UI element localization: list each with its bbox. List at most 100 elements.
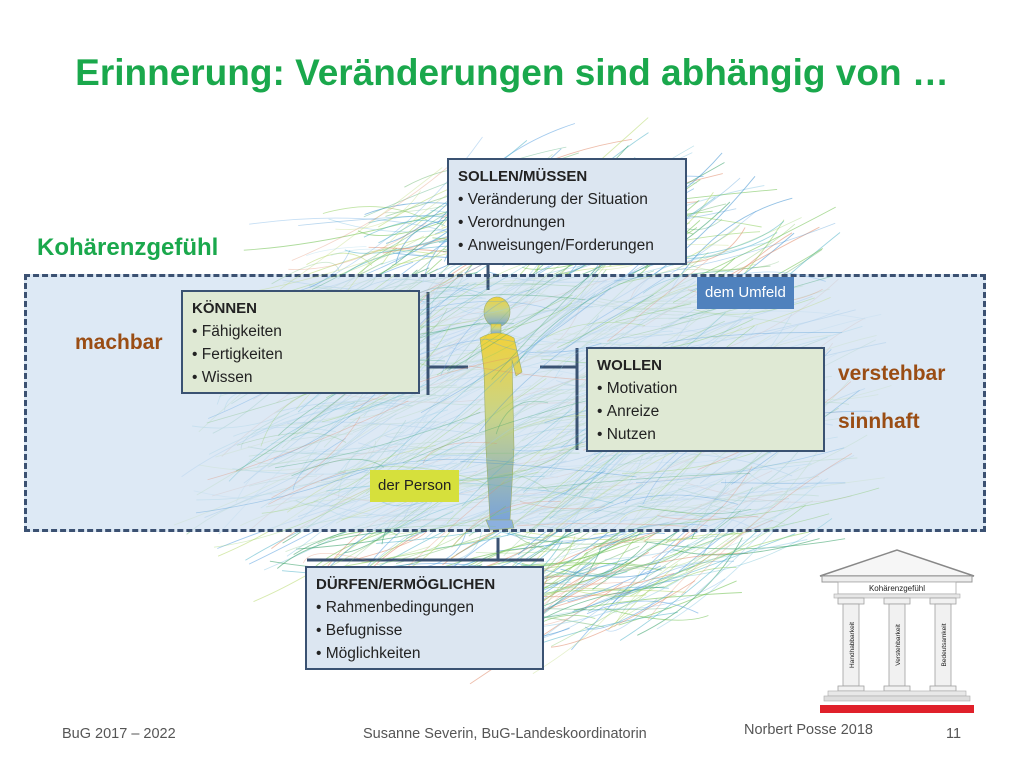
list-item: Rahmenbedingungen xyxy=(316,596,536,619)
scribble-stroke xyxy=(385,198,453,244)
scribble-stroke xyxy=(436,294,573,376)
sinnhaft-label: sinnhaft xyxy=(838,410,920,433)
box-heading: SOLLEN/MÜSSEN xyxy=(458,168,588,185)
scribble-stroke xyxy=(371,496,488,541)
scribble-stroke xyxy=(554,342,636,379)
temple-roof-label: Kohärenzgefühl xyxy=(869,584,925,593)
scribble-stroke xyxy=(642,271,734,294)
scribble-stroke xyxy=(604,607,709,621)
scribble-stroke xyxy=(651,466,753,559)
scribble-stroke xyxy=(672,223,796,303)
scribble-stroke xyxy=(657,514,759,520)
scribble-stroke xyxy=(268,471,347,505)
box-heading: DÜRFEN/ERMÖGLICHEN xyxy=(316,576,496,593)
scribble-stroke xyxy=(505,559,628,577)
scribble-stroke xyxy=(361,546,431,563)
scribble-stroke xyxy=(273,389,380,460)
scribble-stroke xyxy=(195,469,368,514)
scribble-stroke xyxy=(712,297,831,339)
scribble-stroke xyxy=(720,482,846,484)
scribble-stroke xyxy=(457,300,528,315)
scribble-stroke xyxy=(337,466,491,486)
scribble-stroke xyxy=(551,531,739,647)
scribble-stroke xyxy=(213,476,390,548)
scribble-stroke xyxy=(537,473,751,489)
scribble-stroke xyxy=(618,580,737,626)
scribble-stroke xyxy=(363,220,446,238)
scribble-stroke xyxy=(235,390,350,472)
scribble-stroke xyxy=(547,607,672,611)
scribble-stroke xyxy=(516,523,688,527)
scribble-stroke xyxy=(584,591,674,630)
box-koennen: KÖNNEN Fähigkeiten Fertigkeiten Wissen xyxy=(181,290,420,394)
scribble-stroke xyxy=(446,258,614,372)
scribble-stroke xyxy=(614,222,836,282)
scribble-stroke xyxy=(617,217,802,285)
list-item: Anweisungen/Forderungen xyxy=(458,234,679,257)
scribble-stroke xyxy=(680,453,853,596)
scribble-stroke xyxy=(461,408,573,507)
scribble-stroke xyxy=(243,208,458,251)
tag-dem-umfeld: dem Umfeld xyxy=(697,277,794,309)
scribble-stroke xyxy=(322,206,428,221)
list-item: Fähigkeiten xyxy=(192,320,412,343)
scribble-stroke xyxy=(539,558,630,593)
box-wollen: WOLLEN Motivation Anreize Nutzen xyxy=(586,347,825,452)
scribble-stroke xyxy=(421,455,492,461)
scribble-stroke xyxy=(207,400,409,481)
scribble-stroke xyxy=(320,458,516,482)
scribble-stroke xyxy=(440,288,535,376)
scribble-stroke xyxy=(271,261,340,285)
scribble-stroke xyxy=(615,560,735,604)
scribble-stroke xyxy=(437,283,577,290)
scribble-stroke xyxy=(543,586,687,593)
scribble-stroke xyxy=(662,332,843,344)
scribble-stroke xyxy=(659,487,880,526)
scribble-stroke xyxy=(335,190,421,230)
pillar-label: Handhabbarkeit xyxy=(849,622,856,668)
scribble-stroke xyxy=(610,533,796,601)
scribble-stroke xyxy=(606,259,709,342)
scribble-stroke xyxy=(370,372,486,475)
page-number: 11 xyxy=(946,726,962,742)
scribble-stroke xyxy=(500,402,590,484)
scribble-stroke xyxy=(236,432,347,446)
scribble-stroke xyxy=(291,166,448,261)
scribble-stroke xyxy=(511,439,592,452)
scribble-stroke xyxy=(446,471,539,524)
scribble-stroke xyxy=(726,479,823,543)
temple-base xyxy=(820,705,974,713)
scribble-stroke xyxy=(647,519,773,621)
scribble-stroke xyxy=(615,303,692,323)
list-item: Anreize xyxy=(597,400,817,423)
slide-title: Erinnerung: Veränderungen sind abhängig … xyxy=(75,52,949,93)
scribble-stroke xyxy=(671,539,808,568)
scribble-stroke xyxy=(610,504,806,600)
box-heading: WOLLEN xyxy=(597,357,662,374)
scribble-stroke xyxy=(572,565,695,613)
scribble-stroke xyxy=(409,301,550,314)
scribble-stroke xyxy=(402,398,596,463)
scribble-stroke xyxy=(306,252,373,266)
scribble-stroke xyxy=(672,538,820,556)
box-sollen-muessen: SOLLEN/MÜSSEN Veränderung der Situation … xyxy=(447,158,687,265)
scribble-stroke xyxy=(608,578,726,610)
kohaerenz-label: Kohärenzgefühl xyxy=(37,234,219,261)
scribble-stroke xyxy=(520,562,662,571)
scribble-stroke xyxy=(288,222,427,270)
box-heading: KÖNNEN xyxy=(192,300,258,317)
scribble-stroke xyxy=(302,552,370,564)
scribble-stroke xyxy=(583,463,812,475)
scribble-stroke xyxy=(228,402,355,482)
scribble-stroke xyxy=(624,513,830,544)
scribble-stroke xyxy=(604,526,727,560)
scribble-stroke xyxy=(574,589,647,597)
scribble-stroke xyxy=(495,400,549,435)
scribble-stroke xyxy=(499,302,573,332)
scribble-stroke xyxy=(586,600,699,615)
footer-center: Susanne Severin, BuG-Landeskoordinatorin xyxy=(363,726,647,742)
scribble-stroke xyxy=(292,438,346,491)
scribble-stroke xyxy=(286,444,436,513)
scribble-stroke xyxy=(249,217,468,238)
